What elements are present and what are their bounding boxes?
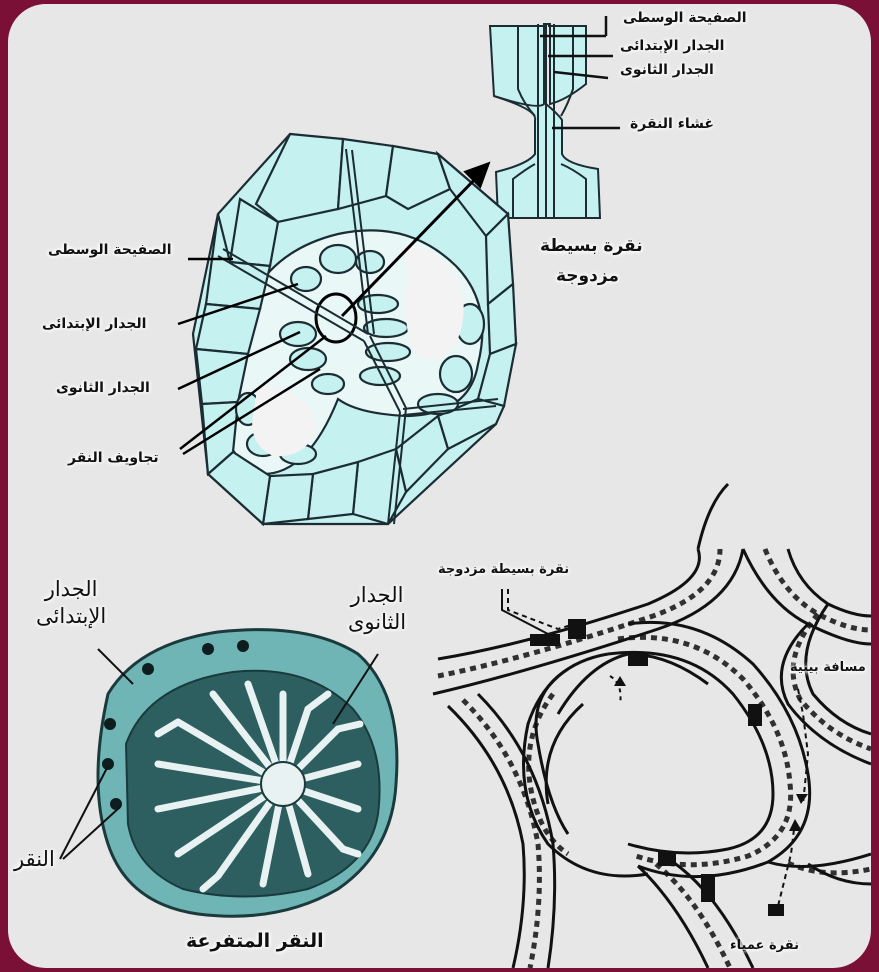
label-simple-pit-pair: نقرة بسيطة مزدوجة [438, 562, 569, 577]
label-primary-wall-rami-line2: الإبتدائى [36, 603, 106, 630]
caption-ramiform-pits: النقر المتفرعة [186, 930, 324, 952]
label-secondary-wall-detail: الجدار الثانوى [620, 62, 714, 78]
label-middle-lamella: الصفيحة الوسطى [48, 242, 172, 258]
label-pits-rami: النقر [14, 846, 55, 873]
label-primary-wall-rami-line1: الجدار [36, 576, 106, 603]
ramiform-cell [98, 630, 397, 917]
label-primary-wall: الجدار الإبتدائى [42, 316, 146, 332]
diagram-graphics [8, 4, 871, 968]
label-primary-wall-rami: الجدار الإبتدائى [36, 576, 106, 631]
label-pit-cavities: تجاويف النقر [68, 450, 159, 466]
label-blind-pit: نقرة عمياء [730, 938, 799, 953]
label-middle-lamella-detail: الصفيحة الوسطى [623, 10, 747, 26]
label-secondary-wall-rami-line1: الجدار [348, 582, 406, 609]
label-secondary-wall-rami-line2: الثانوى [348, 609, 406, 636]
label-primary-wall-detail: الجدار الإبتدائى [620, 38, 724, 54]
caption-simple-pit-line2: مزدوجة [556, 266, 619, 286]
diagram-panel: الصفيحة الوسطى الجدار الإبتدائى الجدار ا… [8, 4, 871, 968]
pit-pair-detail [490, 24, 600, 218]
label-pit-membrane: غشاء النقرة [630, 116, 714, 132]
label-intercellular-space: مسافة بينية [790, 660, 866, 675]
cell-section [193, 134, 516, 524]
caption-simple-pit-line1: نقرة بسيطة [540, 236, 643, 256]
label-secondary-wall: الجدار الثانوى [56, 380, 150, 396]
label-secondary-wall-rami: الجدار الثانوى [348, 582, 406, 637]
